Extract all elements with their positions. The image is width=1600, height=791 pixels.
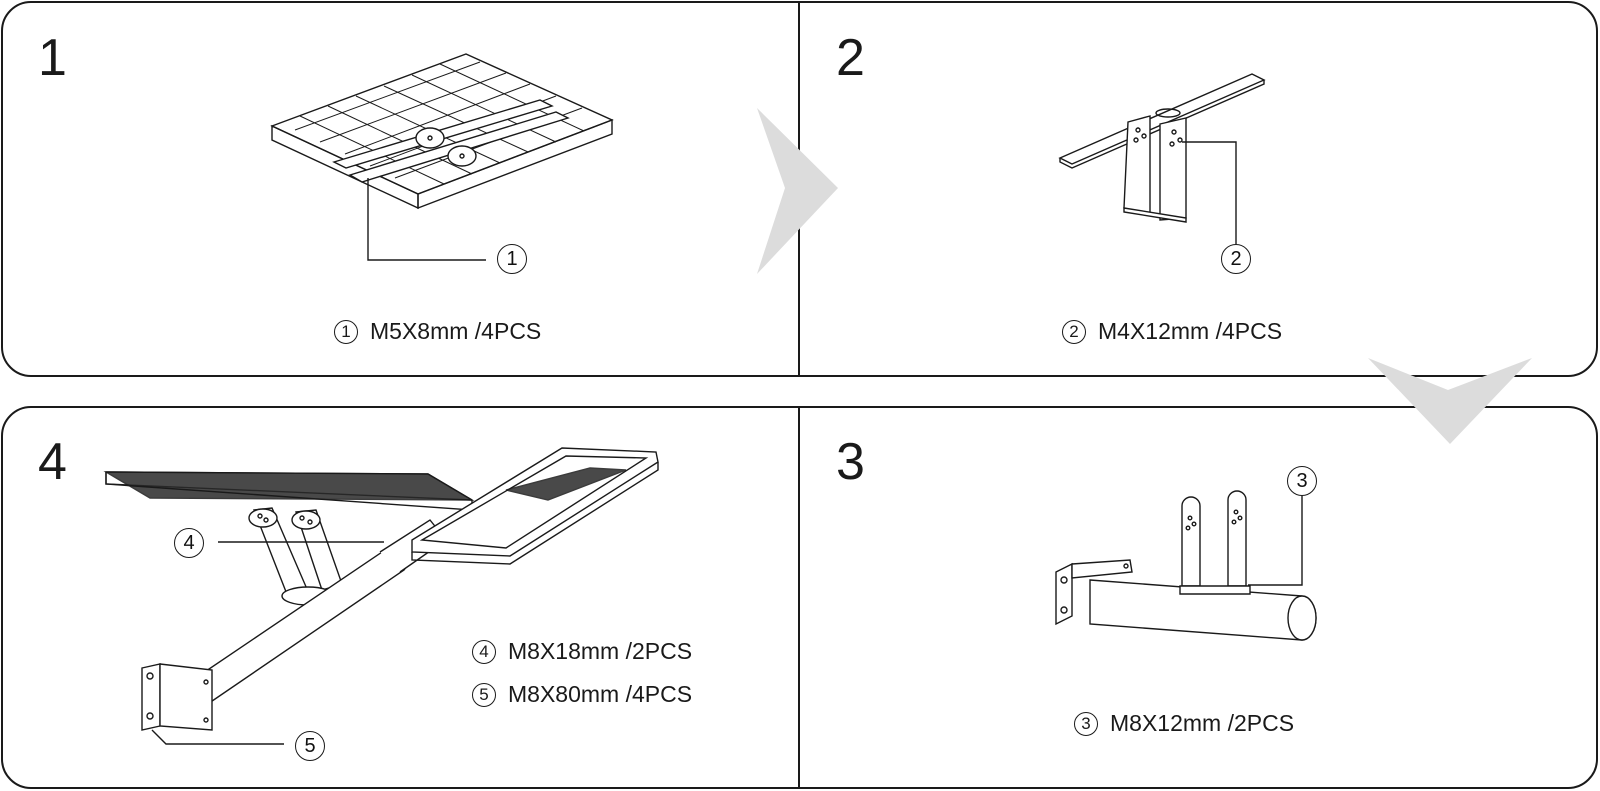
bottom-divider bbox=[798, 406, 800, 789]
step-1-spec-badge: 1 bbox=[334, 319, 358, 344]
step-2-spec-badge: 2 bbox=[1062, 319, 1086, 344]
step-2-callout: 2 bbox=[1221, 244, 1251, 274]
step-1-spec: 1 M5X8mm /4PCS bbox=[334, 318, 541, 345]
step-1-number: 1 bbox=[38, 29, 67, 87]
step-4-spec-1-badge: 4 bbox=[472, 639, 496, 664]
step-1-callout: 1 bbox=[497, 244, 527, 274]
step-4-spec-2-badge: 5 bbox=[472, 682, 496, 707]
step-4-number: 4 bbox=[38, 433, 67, 491]
step-1-spec-text: M5X8mm /4PCS bbox=[370, 318, 542, 344]
step-4-spec-1: 4 M8X18mm /2PCS bbox=[472, 638, 692, 665]
step-4-spec-2: 5 M8X80mm /4PCS bbox=[472, 681, 692, 708]
step-3-spec-badge: 3 bbox=[1074, 711, 1098, 736]
step-2-spec-text: M4X12mm /4PCS bbox=[1098, 318, 1283, 344]
step-2-spec: 2 M4X12mm /4PCS bbox=[1062, 318, 1282, 345]
step-4-spec-1-text: M8X18mm /2PCS bbox=[508, 638, 693, 664]
step-4-callout-4: 4 bbox=[174, 528, 204, 558]
step-4-callout-5: 5 bbox=[295, 731, 325, 761]
step-2-number: 2 bbox=[836, 29, 865, 87]
step-3-spec: 3 M8X12mm /2PCS bbox=[1074, 710, 1294, 737]
step-3-number: 3 bbox=[836, 433, 865, 491]
step-3-callout: 3 bbox=[1287, 466, 1317, 496]
step-4-spec-2-text: M8X80mm /4PCS bbox=[508, 681, 693, 707]
step-3-spec-text: M8X12mm /2PCS bbox=[1110, 710, 1295, 736]
